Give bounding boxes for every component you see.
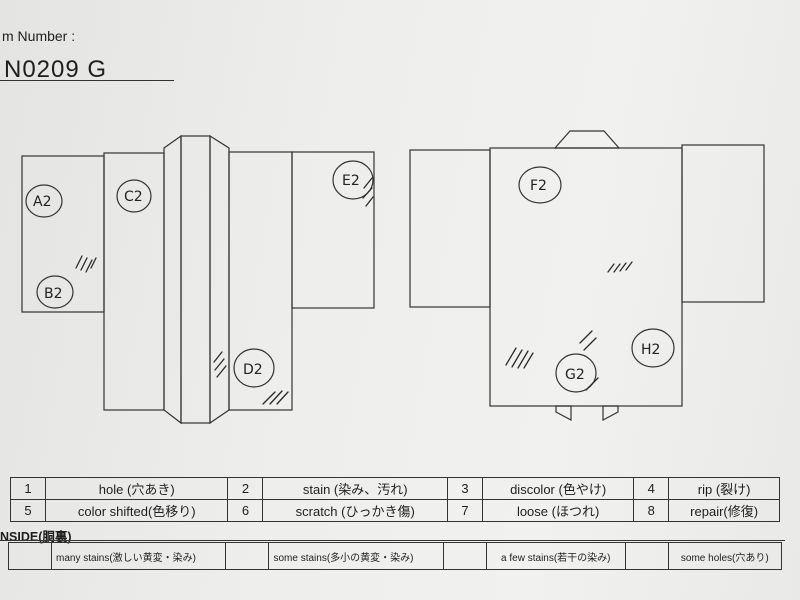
- legend-row: 5 color shifted(色移り) 6 scratch (ひっかき傷) 7…: [10, 499, 780, 522]
- front-left-collar: [163, 134, 182, 425]
- item-number-label: m Number :: [2, 28, 76, 44]
- item-number-underline: [0, 80, 174, 81]
- front-right-sleeve: [291, 151, 375, 309]
- zone-circle-e: [332, 160, 374, 200]
- inside-option-label: some stains(多小の黄変・染み): [268, 542, 444, 570]
- damage-hatch-marks: [75, 177, 633, 405]
- zone-circle-g: [555, 353, 597, 393]
- legend-number: 6: [227, 499, 264, 522]
- inside-option-label: some holes(穴あり): [667, 542, 783, 570]
- legend-label: repair(修復): [668, 499, 780, 522]
- legend-label: hole (穴あき): [44, 477, 229, 500]
- zone-circle-c: [116, 179, 152, 213]
- item-number-value: N0209 G: [4, 56, 108, 83]
- kimono-diagram: A2 C2 B2 E2 D2 F2 G2 H2: [21, 130, 765, 425]
- back-collar: [553, 130, 621, 149]
- zone-markers: A2 C2 B2 E2 D2 F2 G2 H2: [25, 160, 675, 393]
- back-right-sleeve: [681, 144, 765, 303]
- legend-number: 3: [446, 477, 483, 500]
- zone-circle-a: [25, 184, 63, 218]
- zone-label-b: B2: [44, 286, 63, 302]
- zone-label-h: H2: [641, 342, 660, 358]
- checkbox-few-stains[interactable]: [442, 542, 487, 570]
- damage-legend-table: 1 hole (穴あき) 2 stain (染み、汚れ) 3 discolor …: [10, 477, 780, 522]
- legend-label: rip (裂け): [668, 477, 780, 500]
- legend-row: 1 hole (穴あき) 2 stain (染み、汚れ) 3 discolor …: [10, 477, 780, 500]
- zone-circle-b: [36, 275, 74, 309]
- front-left-sleeve: [21, 155, 105, 313]
- legend-label: stain (染み、汚れ): [262, 477, 448, 500]
- back-hem-left-flap: [555, 405, 572, 421]
- inside-option-label: many stains(激しい黄変・染み): [50, 542, 227, 570]
- front-right-collar: [209, 134, 230, 425]
- zone-circle-f: [518, 166, 562, 204]
- inside-condition-table: many stains(激しい黄変・染み) some stains(多小の黄変・…: [8, 542, 783, 570]
- front-view: [21, 134, 375, 425]
- legend-number: 8: [633, 499, 670, 522]
- checkbox-many-stains[interactable]: [8, 542, 52, 570]
- zone-circle-h: [631, 328, 675, 368]
- inside-section-divider: [0, 540, 785, 541]
- zone-label-a: A2: [33, 194, 51, 210]
- zone-label-d: D2: [243, 362, 263, 378]
- legend-label: loose (ほつれ): [481, 499, 635, 522]
- legend-number: 4: [633, 477, 670, 500]
- inside-option-label: a few stains(若干の染み): [485, 542, 626, 570]
- back-hem-right-flap: [602, 405, 619, 421]
- checkbox-some-stains[interactable]: [225, 542, 270, 570]
- zone-label-g: G2: [565, 367, 585, 383]
- zone-label-f: F2: [530, 178, 547, 194]
- back-view: [409, 130, 765, 421]
- legend-label: color shifted(色移り): [44, 499, 229, 522]
- legend-number: 5: [10, 499, 46, 522]
- front-overlap-panel: [180, 135, 211, 424]
- legend-number: 1: [10, 477, 46, 500]
- inside-condition-row: many stains(激しい黄変・染み) some stains(多小の黄変・…: [8, 542, 783, 570]
- legend-label: scratch (ひっかき傷): [262, 499, 448, 522]
- legend-number: 2: [227, 477, 264, 500]
- zone-label-c: C2: [124, 189, 143, 205]
- legend-number: 7: [446, 499, 483, 522]
- legend-label: discolor (色やけ): [481, 477, 635, 500]
- zone-label-e: E2: [342, 173, 360, 189]
- checkbox-some-holes[interactable]: [624, 542, 669, 570]
- zone-circle-d: [233, 348, 275, 388]
- back-left-sleeve: [409, 149, 491, 308]
